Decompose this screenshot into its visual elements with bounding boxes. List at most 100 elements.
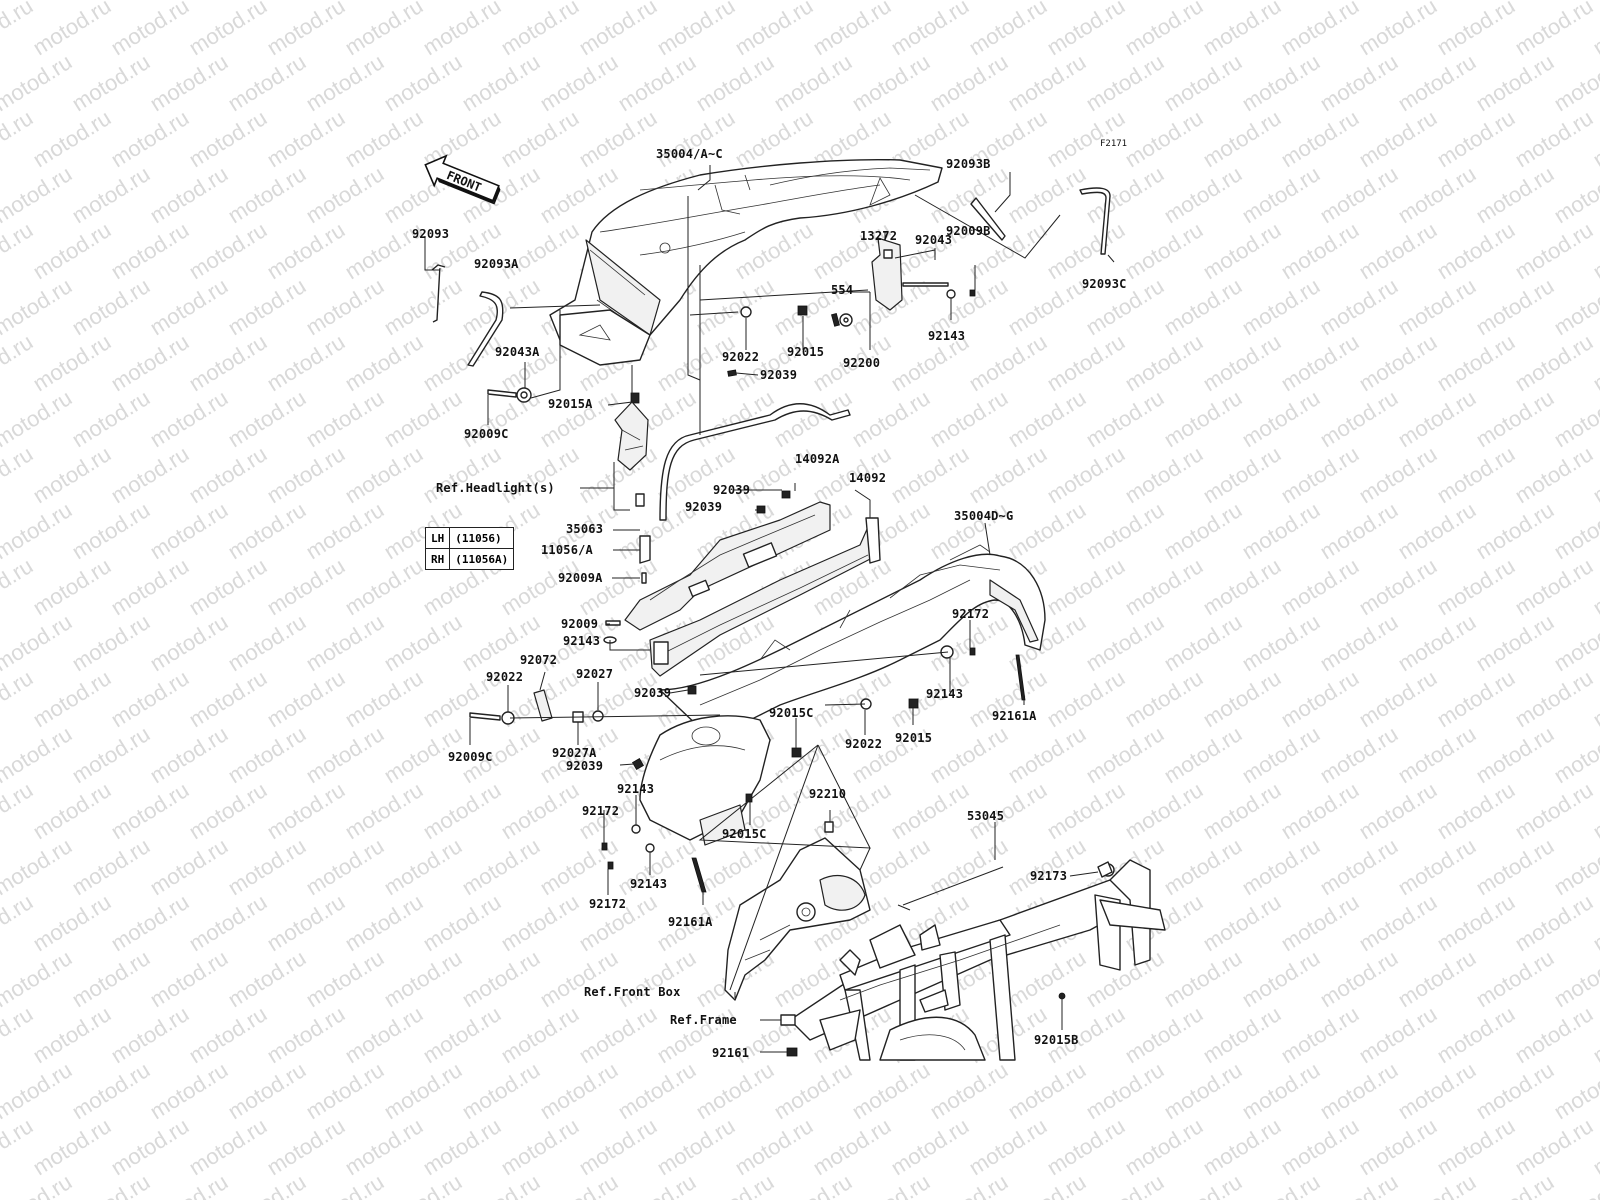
watermark-text: motod.ru (340, 441, 427, 508)
watermark-text: motod.ru (1549, 161, 1600, 228)
watermark-text: motod.ru (964, 0, 1051, 60)
watermark-text: motod.ru (1393, 273, 1480, 340)
watermark-text: motod.ru (379, 609, 466, 676)
watermark-text: motod.ru (1354, 889, 1441, 956)
watermark-text: motod.ru (1393, 721, 1480, 788)
watermark-text: motod.ru (184, 1001, 271, 1068)
watermark-text: motod.ru (145, 497, 232, 564)
watermark-text: motod.ru (496, 1001, 583, 1068)
watermark-text: motod.ru (379, 1169, 466, 1200)
nut-92015b (1058, 992, 1066, 1000)
watermark-text: motod.ru (67, 273, 154, 340)
watermark-text: motod.ru (1393, 1057, 1480, 1124)
guard-strip-92093a (467, 291, 504, 367)
watermark-text: motod.ru (262, 1113, 349, 1180)
watermark-text: motod.ru (1393, 945, 1480, 1012)
watermark-text: motod.ru (1120, 1001, 1207, 1068)
watermark-text: motod.ru (1003, 49, 1090, 116)
watermark-text: motod.ru (1042, 1113, 1129, 1180)
callout-label: 92093A (474, 257, 519, 271)
watermark-text: motod.ru (1471, 497, 1558, 564)
watermark-text: motod.ru (1393, 0, 1480, 4)
side-panel-14092 (649, 517, 881, 677)
watermark-text: motod.ru (1393, 833, 1480, 900)
clip-92161 (786, 1047, 798, 1057)
watermark-text: motod.ru (106, 553, 193, 620)
callout-label: 92009A (558, 571, 603, 585)
table-row: RH (11056A) (424, 548, 515, 570)
watermark-text: motod.ru (1315, 945, 1402, 1012)
watermark-text: motod.ru (847, 0, 934, 4)
watermark-text: motod.ru (1510, 0, 1597, 60)
watermark-text: motod.ru (301, 0, 388, 4)
watermark-text: motod.ru (1315, 385, 1402, 452)
watermark-text: motod.ru (0, 497, 76, 564)
watermark-text: motod.ru (1432, 441, 1519, 508)
watermark-text: motod.ru (769, 0, 856, 4)
watermark-text: motod.ru (1159, 1169, 1246, 1200)
watermark-text: motod.ru (1198, 105, 1285, 172)
watermark-text: motod.ru (1159, 721, 1246, 788)
watermark-text: motod.ru (1354, 217, 1441, 284)
watermark-text: motod.ru (0, 945, 76, 1012)
watermark-text: motod.ru (1276, 553, 1363, 620)
watermark-text: motod.ru (808, 0, 895, 60)
callout-label: 92143 (926, 687, 963, 701)
watermark-text: motod.ru (496, 777, 583, 844)
strip-92161a-right (1015, 654, 1026, 701)
watermark-text: motod.ru (496, 105, 583, 172)
watermark-text: motod.ru (1237, 945, 1324, 1012)
bolt-92172-low1 (601, 842, 608, 851)
watermark-text: motod.ru (535, 945, 622, 1012)
watermark-text: motod.ru (1081, 721, 1168, 788)
watermark-text: motod.ru (1471, 609, 1558, 676)
watermark-text: motod.ru (67, 49, 154, 116)
callout-label: 92173 (1030, 869, 1067, 883)
watermark-text: motod.ru (145, 609, 232, 676)
watermark-text: motod.ru (535, 0, 622, 4)
watermark-text: motod.ru (925, 49, 1012, 116)
watermark-text: motod.ru (340, 1001, 427, 1068)
watermark-text: motod.ru (1315, 1169, 1402, 1200)
watermark-text: motod.ru (301, 833, 388, 900)
watermark-text: motod.ru (1510, 665, 1597, 732)
watermark-text: motod.ru (1354, 665, 1441, 732)
watermark-text: motod.ru (1549, 49, 1600, 116)
watermark-text: motod.ru (1549, 833, 1600, 900)
watermark-text: motod.ru (106, 105, 193, 172)
watermark-text: motod.ru (0, 721, 76, 788)
screw-92009 (605, 620, 621, 626)
watermark-text: motod.ru (1159, 49, 1246, 116)
watermark-text: motod.ru (0, 1057, 76, 1124)
watermark-text: motod.ru (340, 553, 427, 620)
watermark-text: motod.ru (418, 441, 505, 508)
watermark-text: motod.ru (418, 777, 505, 844)
watermark-text: motod.ru (184, 0, 271, 60)
watermark-text: motod.ru (1120, 553, 1207, 620)
watermark-text: motod.ru (652, 1113, 739, 1180)
side-panel-14092a (624, 490, 831, 631)
watermark-text: motod.ru (340, 1113, 427, 1180)
watermark-text: motod.ru (418, 1001, 505, 1068)
watermark-text: motod.ru (0, 49, 76, 116)
watermark-text: motod.ru (1510, 217, 1597, 284)
watermark-text: motod.ru (379, 273, 466, 340)
watermark-text: motod.ru (145, 385, 232, 452)
watermark-text: motod.ru (0, 777, 37, 844)
callout-label: 92143 (630, 877, 667, 891)
watermark-text: motod.ru (223, 0, 310, 4)
callout-label: 53045 (967, 809, 1004, 823)
watermark-text: motod.ru (1120, 665, 1207, 732)
clip-frame (780, 1014, 796, 1026)
watermark-text: motod.ru (1081, 161, 1168, 228)
watermark-text: motod.ru (340, 777, 427, 844)
watermark-text: motod.ru (106, 665, 193, 732)
bolt-92172-right (969, 647, 976, 656)
watermark-text: motod.ru (1549, 609, 1600, 676)
headlight-bracket (614, 401, 651, 584)
watermark-text: motod.ru (1354, 105, 1441, 172)
rear-fender-part (659, 544, 1046, 731)
watermark-text: motod.ru (1354, 1001, 1441, 1068)
watermark-text: motod.ru (1471, 161, 1558, 228)
watermark-text: motod.ru (301, 945, 388, 1012)
